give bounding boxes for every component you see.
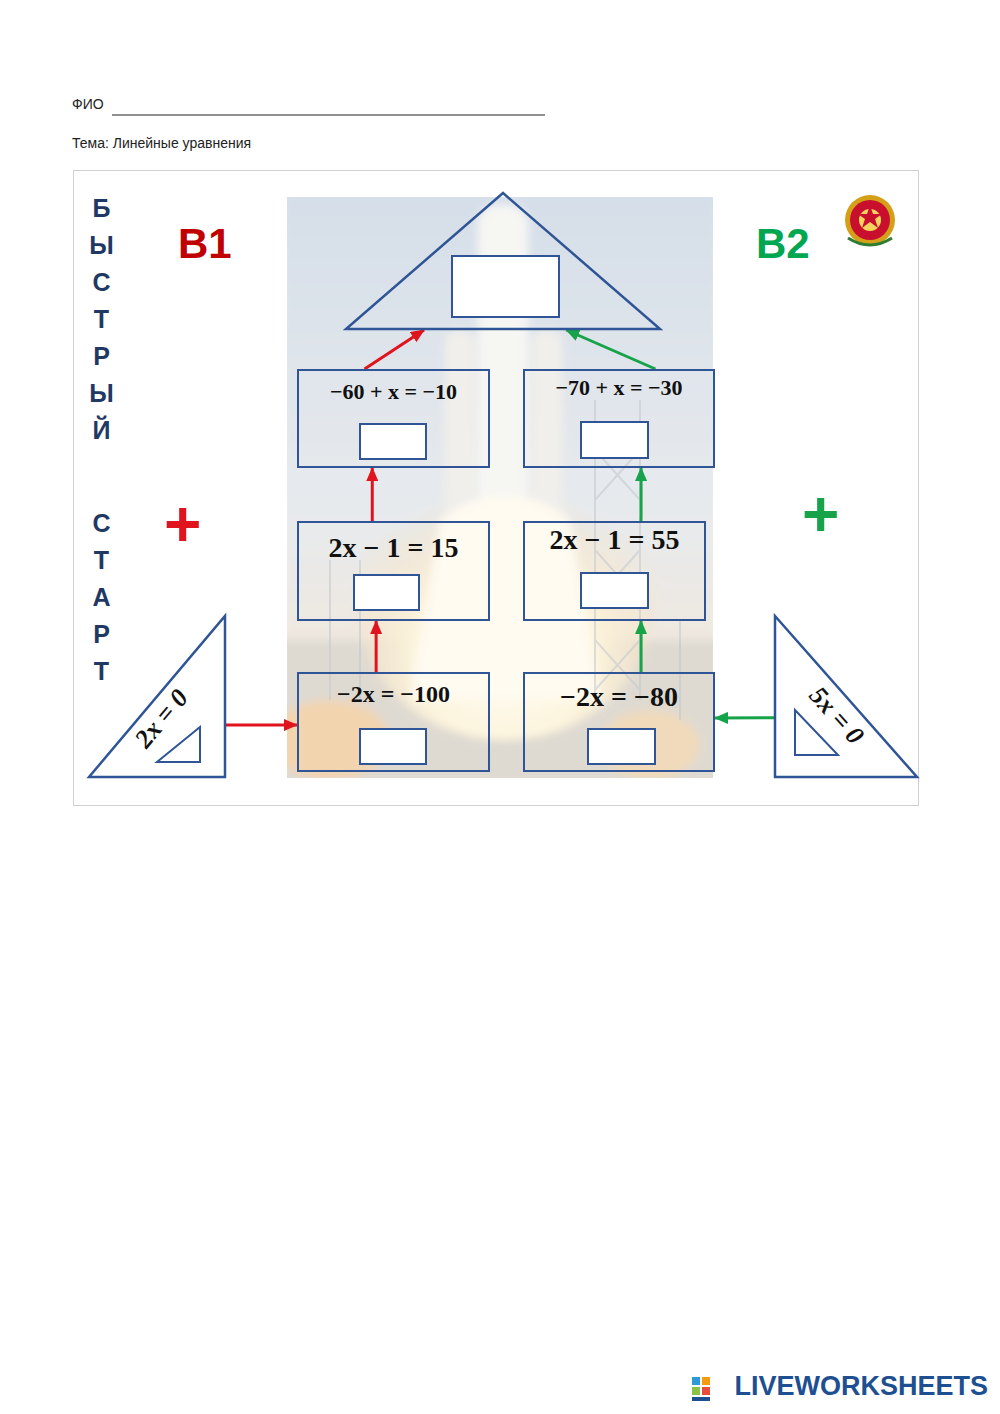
name-field-label: ФИО <box>72 96 104 112</box>
plus-sign: + <box>164 488 201 562</box>
connector-arrow <box>566 330 655 369</box>
watermark: LIVEWORKSHEETS <box>734 1371 988 1402</box>
equation-text: 2x − 1 = 55 <box>550 523 680 557</box>
worksheet-frame <box>74 171 919 806</box>
label-holder: + <box>164 488 201 562</box>
connector-arrow <box>640 621 643 672</box>
start-triangle: 5x = 0 <box>774 615 918 778</box>
label-holder: Тема: Линейные уравнения <box>72 135 251 151</box>
school-emblem <box>845 195 895 245</box>
equation-text: −70 + x = −30 <box>555 375 682 401</box>
equation-box: 2x − 1 = 15 <box>297 521 490 621</box>
answer-field <box>359 728 427 765</box>
vertical-title: БЫСТРЫЙ <box>89 190 114 449</box>
connector-arrow <box>226 724 297 727</box>
label-holder: В1 <box>178 220 232 268</box>
answer-field <box>580 421 649 459</box>
label-holder: ФИО <box>72 96 104 112</box>
equation-box: −2x = −80 <box>523 672 715 772</box>
label-holder: СТАРТ <box>89 505 114 690</box>
equation-text: 2x − 1 = 15 <box>329 531 459 565</box>
equation-box: −2x = −100 <box>297 672 490 772</box>
equation-box: 2x − 1 = 55 <box>523 521 706 621</box>
plus-sign: + <box>802 478 839 552</box>
answer-field <box>451 255 560 318</box>
equation-box: −70 + x = −30 <box>523 369 715 468</box>
variant-label: В2 <box>756 220 810 268</box>
answer-field <box>587 728 656 765</box>
label-holder: LIVEWORKSHEETS <box>734 1371 988 1402</box>
triangle-outline <box>774 615 918 778</box>
rocket-photo <box>287 197 713 778</box>
label-holder: + <box>802 478 839 552</box>
answer-field <box>580 572 649 609</box>
answer-field <box>353 574 420 611</box>
equation-box: −60 + x = −10 <box>297 369 490 468</box>
equation-text: −2x = −100 <box>337 680 450 709</box>
connector-arrow <box>371 468 374 521</box>
vertical-title: СТАРТ <box>89 505 114 690</box>
label-holder: БЫСТРЫЙ <box>89 190 114 449</box>
name-underline <box>112 115 545 116</box>
topic-label: Тема: Линейные уравнения <box>72 135 251 151</box>
liveworksheets-icon <box>692 1377 710 1401</box>
connector-arrow <box>375 621 378 672</box>
equation-text: −60 + x = −10 <box>330 379 457 405</box>
goal-triangle <box>345 192 661 330</box>
equation-text: −2x = −80 <box>560 680 678 714</box>
label-holder: В2 <box>756 220 810 268</box>
connector-arrow <box>365 330 424 369</box>
connector-arrow <box>715 716 774 719</box>
answer-field <box>359 423 427 460</box>
variant-label: В1 <box>178 220 232 268</box>
connector-arrow <box>640 468 643 521</box>
